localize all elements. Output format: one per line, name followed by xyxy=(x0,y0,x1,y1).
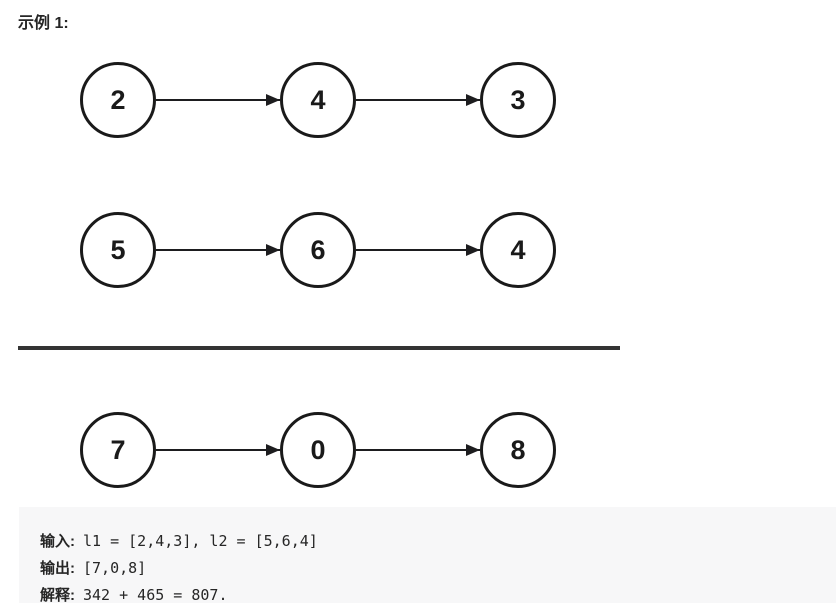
list-node: 3 xyxy=(480,62,556,138)
linked-list-result: 7 0 8 xyxy=(80,412,836,488)
arrow-right-icon xyxy=(156,99,280,101)
io-output-line: 输出: [7,0,8] xyxy=(40,555,816,582)
arrow-right-icon xyxy=(356,249,480,251)
list-node: 7 xyxy=(80,412,156,488)
sum-divider-line xyxy=(18,346,620,350)
list-node: 6 xyxy=(280,212,356,288)
list-node: 2 xyxy=(80,62,156,138)
list-node: 4 xyxy=(480,212,556,288)
list-node: 0 xyxy=(280,412,356,488)
linked-list-l2: 5 6 4 xyxy=(80,212,836,288)
example-io-block: 输入: l1 = [2,4,3], l2 = [5,6,4] 输出: [7,0,8]… xyxy=(19,507,836,603)
io-explanation-label: 解释: xyxy=(40,587,75,603)
io-explanation-value: 342 + 465 = 807. xyxy=(83,586,228,603)
io-output-value: [7,0,8] xyxy=(83,559,147,577)
arrow-right-icon xyxy=(356,99,480,101)
arrow-right-icon xyxy=(156,249,280,251)
list-node: 5 xyxy=(80,212,156,288)
io-input-label: 输入: xyxy=(40,533,75,550)
list-node: 4 xyxy=(280,62,356,138)
io-input-line: 输入: l1 = [2,4,3], l2 = [5,6,4] xyxy=(40,528,816,555)
io-input-value: l1 = [2,4,3], l2 = [5,6,4] xyxy=(83,532,318,550)
linked-list-l1: 2 4 3 xyxy=(80,62,836,138)
arrow-right-icon xyxy=(156,449,280,451)
arrow-right-icon xyxy=(356,449,480,451)
example-section: 示例 1: 2 4 3 5 6 4 7 0 8 输入: l1 = [2,4,3],… xyxy=(0,15,836,603)
io-output-label: 输出: xyxy=(40,560,75,577)
io-explanation-line: 解释: 342 + 465 = 807. xyxy=(40,582,816,603)
example-heading: 示例 1: xyxy=(18,15,69,32)
list-node: 8 xyxy=(480,412,556,488)
